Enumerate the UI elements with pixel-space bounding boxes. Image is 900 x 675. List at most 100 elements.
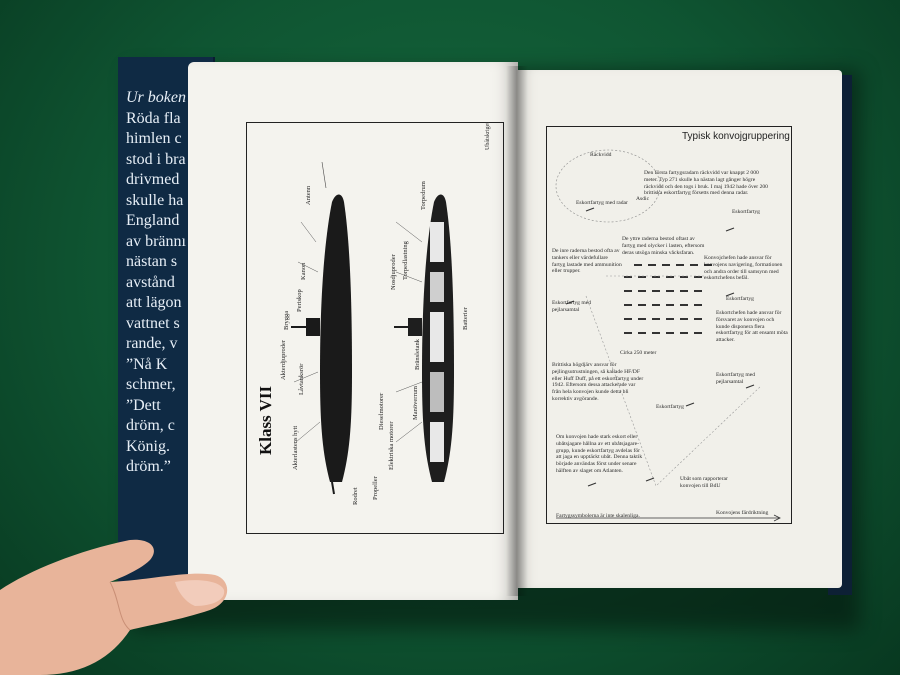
paragraph-convoy-commander: Konvojchefen hade ansvar för konvojens n…: [704, 255, 783, 282]
label-escort-3: Eskortfartyg: [726, 296, 754, 302]
jacket-text-line: Ur boken: [126, 89, 186, 106]
convoy-ship: [638, 318, 646, 320]
convoy-ship: [624, 318, 632, 320]
paragraph-outer-rows: De yttre raderna bestod oftast av fartyg…: [622, 236, 705, 256]
convoy-ship: [638, 276, 646, 278]
convoy-ship: [694, 332, 702, 334]
submarine-diagram-frame: [246, 122, 504, 534]
convoy-ship: [652, 276, 660, 278]
convoy-ship: [652, 304, 660, 306]
paragraph-radar: Den första fartygsradarn räckvidd var kn…: [644, 170, 768, 197]
convoy-diagram: [555, 149, 781, 522]
diagram-label: Brygga: [283, 310, 290, 330]
diagram-label: Propeller: [372, 476, 379, 500]
diagram-label: Låvtanksrör: [298, 363, 305, 395]
convoy-ship: [694, 276, 702, 278]
jacket-text-line: ”Nå K: [126, 355, 168, 373]
paragraph-escort-commander: Eskortchefen hade ansvar för försvaret a…: [716, 310, 788, 344]
convoy-ship: [638, 332, 646, 334]
jacket-text-line: dröm.”: [126, 458, 171, 475]
label-rackvidd: Räckvidd: [590, 152, 612, 158]
convoy-ship: [694, 318, 702, 320]
convoy-ship: [624, 276, 632, 278]
jacket-text-line: skulle ha: [126, 191, 184, 209]
convoy-ship: [624, 332, 632, 334]
convoy-ship: [704, 264, 712, 266]
diagram-label: Torpedlastning: [402, 241, 409, 280]
paragraph-hfdf: Brittiska högdjärv ansvar för pejlingsut…: [552, 362, 644, 402]
diagram-label: Akterlastens hytt: [292, 425, 299, 470]
convoy-ship: [680, 318, 688, 320]
jacket-text-line: nästan s: [126, 253, 178, 270]
jacket-text-line: stod i bra: [126, 150, 186, 168]
convoy-ship: [638, 290, 646, 292]
convoy-ship: [652, 318, 660, 320]
label-asdic: Asdic: [636, 196, 650, 202]
diagram-label: Batterier: [462, 307, 469, 330]
convoy-ship: [666, 304, 674, 306]
jacket-text-line: dröm, c: [126, 417, 175, 434]
diagram-label: Torpedrum: [420, 181, 427, 210]
paragraph-inner-rows: De inre raderna bestod ofta av tankers e…: [552, 248, 622, 275]
jacket-text-line: drivmed: [126, 171, 180, 188]
convoy-ship: [634, 264, 642, 266]
book-gutter: [506, 66, 528, 596]
jacket-text-line: ”Dett: [126, 396, 161, 414]
submarine-silhouette: [320, 194, 352, 482]
conning-tower: [306, 318, 320, 336]
jacket-text-line: England: [126, 212, 180, 229]
convoy-ship: [680, 332, 688, 334]
convoy-ship: [680, 290, 688, 292]
left-page: [188, 62, 518, 600]
convoy-ship: [666, 318, 674, 320]
right-page: [516, 70, 842, 588]
label-uboat: Ubåt som rapporterar konvojen till BdU: [680, 476, 728, 489]
radar-range-circle: [555, 149, 661, 223]
diagram-label: Antenn: [305, 185, 312, 205]
footnote: Fartygssymbolerna är inte skalenliga.: [556, 513, 640, 519]
convoy-ship: [652, 290, 660, 292]
label-escort-hfdf: Eskortfartyg med pejlarsamtal: [552, 300, 591, 313]
paragraph-hunter-group: Om konvojen hade stark eskort eller ubåt…: [556, 434, 643, 474]
label-escort-radar: Eskortfartyg med radar: [576, 200, 628, 206]
label-convoy-direction: Konvojens färdriktning: [716, 510, 769, 516]
convoy-ships: [624, 264, 712, 334]
jacket-text-line: avstånd: [126, 273, 175, 291]
label-escort-hfdf-2: Eskortfartyg med pejlarsamtal: [716, 372, 755, 385]
convoy-ship: [666, 332, 674, 334]
convoy-ship: [680, 276, 688, 278]
convoy-ship: [666, 290, 674, 292]
convoy-diagram-frame: [546, 126, 792, 524]
diagram-label: Periskop: [296, 289, 303, 312]
jacket-text-line: rande, v: [126, 335, 178, 352]
label-escort: Eskortfartyg: [732, 209, 760, 215]
diagram-label: Elektriska motorer: [388, 421, 395, 470]
jacket-text-line: av brännı: [126, 232, 186, 250]
convoy-ship: [652, 332, 660, 334]
diagram-label: Nosdjuproder: [390, 254, 397, 290]
hand-holding-book: [0, 539, 228, 675]
convoy-title: Typisk konvojgruppering: [682, 131, 790, 142]
convoy-ship: [690, 264, 698, 266]
jacket-text-line: att lägon: [126, 294, 182, 311]
convoy-ship: [662, 264, 670, 266]
convoy-ship: [666, 276, 674, 278]
diagram-label: Manöverrum: [412, 386, 419, 420]
convoy-ship: [624, 304, 632, 306]
convoy-ship: [648, 264, 656, 266]
jacket-text-line: schmer,: [126, 376, 176, 393]
jacket-text-line: König.: [126, 437, 170, 455]
label-escort-2: Eskortfartyg: [656, 404, 684, 410]
jacket-text-line: Röda fla: [126, 109, 181, 127]
convoy-ship: [624, 290, 632, 292]
diagram-label: Bränsletank: [414, 338, 421, 370]
convoy-ship: [680, 304, 688, 306]
convoy-ship: [694, 290, 702, 292]
diagram-label: Rodret: [352, 487, 359, 505]
diagram-label: Akterdjuproder: [280, 339, 287, 380]
label-250m: Cirka 250 meter: [620, 350, 657, 356]
jacket-text-line: himlen c: [126, 130, 182, 147]
convoy-ship: [638, 304, 646, 306]
diagram-label: Kanon: [300, 262, 307, 280]
jacket-text-line: vattnet s: [126, 314, 180, 332]
